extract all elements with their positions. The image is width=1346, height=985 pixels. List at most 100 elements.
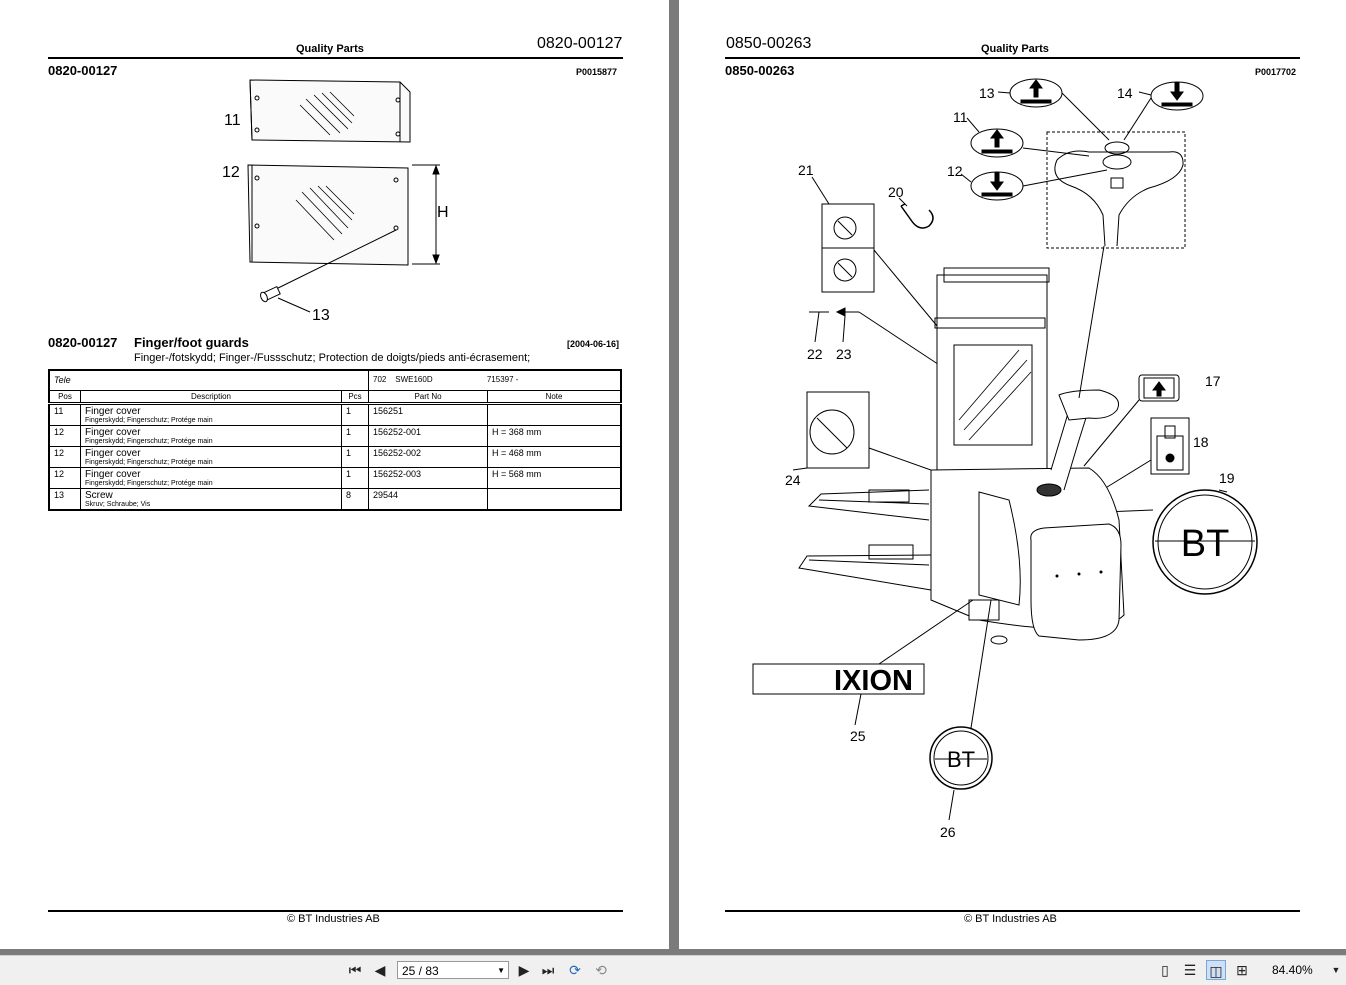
row-pcs: 1 bbox=[341, 466, 369, 489]
callout-17: 17 bbox=[1205, 373, 1221, 389]
rotate-icon[interactable]: ⟳ bbox=[569, 962, 581, 978]
page-dropdown-icon[interactable]: ▼ bbox=[497, 966, 505, 975]
model-row: Tele 702 SWE160D 715397 - bbox=[48, 369, 622, 391]
two-page-continuous-icon[interactable]: ⊞ bbox=[1236, 962, 1248, 978]
callout-12: 12 bbox=[222, 164, 240, 181]
row-desc-text: Finger cover bbox=[85, 468, 141, 480]
row-pos: 12 bbox=[48, 466, 81, 489]
doc-id: 0850-00263 bbox=[725, 63, 795, 78]
page-number-field[interactable]: 25 / 83 ▼ bbox=[397, 961, 509, 979]
figure-ref: P0017702 bbox=[1255, 67, 1297, 77]
model-code: 702 bbox=[373, 375, 387, 384]
rotate-back-icon[interactable]: ⟲ bbox=[595, 962, 607, 978]
callout-labels: 11 12 13 14 17 18 19 20 21 22 23 24 25 2… bbox=[785, 85, 1235, 840]
section-title: Finger/foot guards bbox=[134, 335, 249, 350]
callout-21: 21 bbox=[798, 162, 814, 178]
callout-11: 11 bbox=[953, 109, 968, 125]
page-number: 0850-00263 bbox=[726, 35, 812, 52]
col-description: Description bbox=[80, 389, 342, 404]
row-note: H = 568 mm bbox=[487, 466, 622, 489]
row-part: 156252-002 bbox=[368, 445, 488, 468]
row-desc-sub: Fingerskydd; Fingerschutz; Protége main bbox=[85, 479, 213, 487]
row-note bbox=[487, 402, 622, 426]
two-page-icon[interactable]: ◫ bbox=[1206, 960, 1226, 980]
callout-h: H bbox=[437, 204, 449, 221]
row-desc-text: Finger cover bbox=[85, 426, 141, 438]
doc-id: 0820-00127 bbox=[48, 63, 118, 78]
pallet-truck-diagram: 11 12 13 14 17 18 19 20 21 22 23 24 25 2… bbox=[752, 78, 1258, 840]
row-pcs: 1 bbox=[341, 402, 369, 426]
single-page-icon[interactable]: ▯ bbox=[1161, 962, 1169, 978]
row-pos: 12 bbox=[48, 445, 81, 468]
zoom-level[interactable]: 84.40% bbox=[1272, 963, 1313, 977]
row-part: 156252-001 bbox=[368, 424, 488, 447]
callout-11: 11 bbox=[224, 112, 241, 129]
last-page-icon[interactable]: ⏭ bbox=[541, 962, 555, 978]
row-part: 156251 bbox=[368, 402, 488, 426]
row-pos: 11 bbox=[48, 402, 81, 426]
next-page-icon[interactable]: ▶ bbox=[518, 962, 530, 978]
finger-guard-diagram: 11 12 13 H bbox=[222, 79, 449, 324]
footer-copyright: © BT Industries AB bbox=[964, 913, 1057, 925]
header-title: Quality Parts bbox=[296, 43, 364, 55]
row-note: H = 468 mm bbox=[487, 445, 622, 468]
callout-13: 13 bbox=[979, 85, 995, 101]
section-translations: Finger-/fotskydd; Finger-/Fussschutz; Pr… bbox=[134, 352, 531, 364]
row-desc-sub: Fingerskydd; Fingerschutz; Protége main bbox=[85, 458, 213, 466]
callout-18: 18 bbox=[1193, 434, 1209, 450]
continuous-icon[interactable]: ☰ bbox=[1183, 962, 1197, 978]
callout-20: 20 bbox=[888, 184, 904, 200]
row-desc-sub: Skruv; Schraube; Vis bbox=[85, 500, 151, 508]
bt-logo-large: BT bbox=[1181, 523, 1230, 565]
col-pos: Pos bbox=[48, 389, 81, 404]
model-info: 702 SWE160D 715397 - bbox=[368, 369, 622, 391]
figure-ref: P0015877 bbox=[576, 67, 618, 77]
callout-25: 25 bbox=[850, 728, 866, 744]
header-rule bbox=[725, 57, 1300, 59]
model-type: SWE160D bbox=[395, 375, 433, 384]
first-page-icon[interactable]: ⏮ bbox=[348, 962, 362, 978]
callout-26: 26 bbox=[940, 824, 956, 840]
model-name: Tele bbox=[48, 369, 369, 391]
prev-page-icon[interactable]: ◀ bbox=[374, 962, 386, 978]
page-number-value: 25 / 83 bbox=[402, 964, 439, 978]
callout-23: 23 bbox=[836, 346, 852, 362]
row-desc-text: Finger cover bbox=[85, 447, 141, 459]
row-part: 29544 bbox=[368, 487, 488, 510]
row-pos: 13 bbox=[48, 487, 81, 510]
viewer-toolbar: ⏮ ◀ 25 / 83 ▼ ▶ ⏭ ⟳ ⟲ ▯ ☰ ◫ ⊞ 84.40% ▼ bbox=[0, 955, 1346, 985]
row-pcs: 1 bbox=[341, 445, 369, 468]
row-desc-sub: Fingerskydd; Fingerschutz; Protége main bbox=[85, 416, 213, 424]
col-part-no: Part No bbox=[368, 389, 488, 404]
callout-19: 19 bbox=[1219, 470, 1235, 486]
row-note bbox=[487, 487, 622, 510]
header-title: Quality Parts bbox=[981, 43, 1049, 55]
page-number: 0820-00127 bbox=[537, 35, 623, 52]
right-page: 0850-00263 Quality Parts 0850-00263 P001… bbox=[679, 0, 1346, 949]
bt-logo-small: BT bbox=[947, 747, 975, 772]
table-header: Pos Description Pcs Part No Note bbox=[48, 389, 622, 404]
row-desc-text: Finger cover bbox=[85, 405, 141, 417]
zoom-dropdown-icon[interactable]: ▼ bbox=[1331, 965, 1341, 975]
footer-rule bbox=[725, 910, 1300, 912]
section-date: [2004-06-16] bbox=[567, 339, 620, 349]
col-pcs: Pcs bbox=[341, 389, 369, 404]
model-serial: 715397 - bbox=[486, 375, 519, 384]
parts-table: Tele 702 SWE160D 715397 - Pos Descriptio… bbox=[48, 369, 622, 511]
callout-22: 22 bbox=[807, 346, 823, 362]
col-note: Note bbox=[487, 389, 622, 404]
row-pos: 12 bbox=[48, 424, 81, 447]
row-part: 156252-003 bbox=[368, 466, 488, 489]
row-pcs: 8 bbox=[341, 487, 369, 510]
callout-24: 24 bbox=[785, 472, 801, 488]
